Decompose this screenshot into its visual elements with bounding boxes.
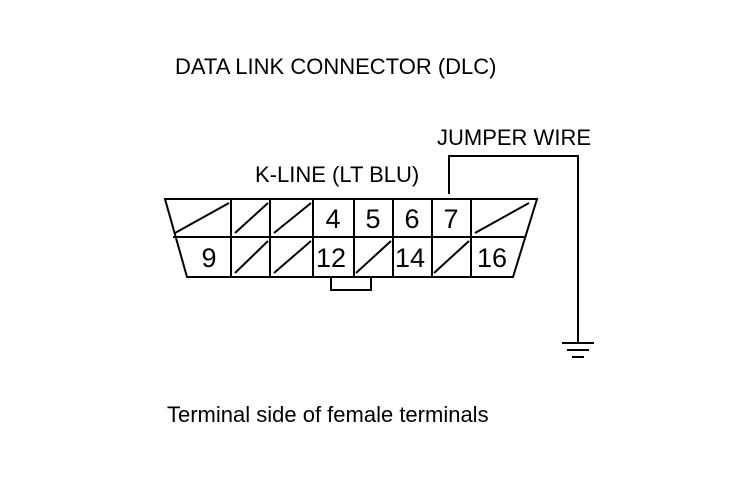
- slash-bottom-11: [273, 240, 312, 274]
- slash-bottom-13: [355, 240, 392, 274]
- jumper-wire-label: JUMPER WIRE: [437, 125, 591, 150]
- pin-12-label: 12: [316, 243, 346, 273]
- slash-top-8: [474, 202, 530, 234]
- pin-6-label: 6: [404, 204, 419, 234]
- diagram-title: DATA LINK CONNECTOR (DLC): [175, 54, 496, 79]
- connector-outline: [163, 198, 539, 278]
- pin-5-label: 5: [365, 204, 380, 234]
- dlc-connector: [163, 198, 539, 291]
- slash-top-2: [234, 202, 269, 234]
- bottom-row-pins: 9 12 14 16: [201, 243, 507, 273]
- diagram-caption: Terminal side of female terminals: [167, 402, 489, 427]
- jumper-wire: [448, 155, 579, 342]
- slash-top-1: [174, 202, 230, 234]
- slash-bottom-15: [433, 240, 470, 274]
- slash-bottom-10: [234, 240, 269, 274]
- pin-16-label: 16: [477, 243, 507, 273]
- pin-9-label: 9: [201, 243, 216, 273]
- top-row-pins: 4 5 6 7: [325, 204, 458, 234]
- pin-7-label: 7: [443, 204, 458, 234]
- ground-icon: [562, 342, 594, 358]
- slash-top-3: [273, 202, 312, 234]
- pin-14-label: 14: [395, 243, 425, 273]
- locking-tab: [330, 277, 372, 291]
- k-line-label: K-LINE (LT BLU): [255, 162, 419, 187]
- pin-4-label: 4: [325, 204, 340, 234]
